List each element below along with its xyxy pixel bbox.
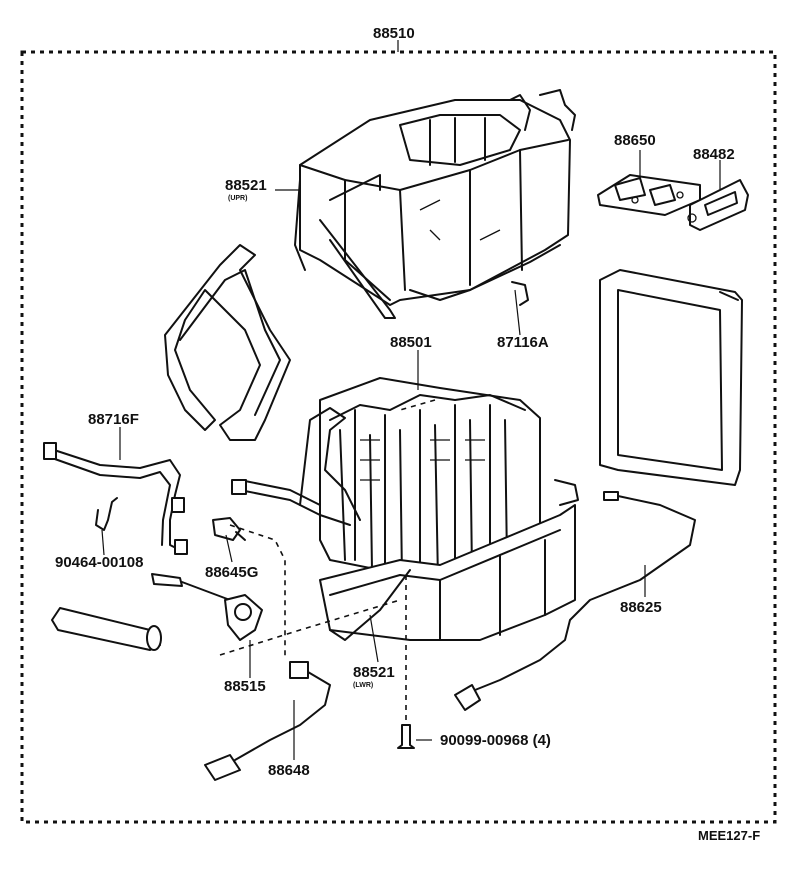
screw-drawing [397, 575, 415, 749]
evaporator-drawing [231, 377, 541, 581]
part-label-88716f: 88716F [88, 411, 139, 428]
assembly-boundary [20, 40, 777, 824]
upper-case-drawing [294, 89, 576, 319]
leader-lines [101, 150, 721, 760]
part-label-88648: 88648 [268, 762, 310, 779]
lower-case-drawing [319, 479, 579, 641]
part-label-88521-upr: 88521 [225, 177, 267, 194]
part-label-88645g: 88645G [205, 564, 258, 581]
wire-harness-drawing [204, 661, 331, 781]
expansion-valve-drawing [212, 517, 246, 541]
part-label-88650: 88650 [614, 132, 656, 149]
thermistor-drawing [151, 573, 263, 641]
figure-code: MEE127-F [698, 828, 760, 843]
part-sublabel-upr: (UPR) [228, 195, 247, 202]
part-label-90464-00108: 90464-00108 [55, 554, 143, 571]
drain-hose-drawing [51, 607, 162, 651]
part-label-90099-00968: 90099-00968 (4) [440, 732, 551, 749]
sensor-wire-drawing [454, 491, 696, 711]
duct-frame-drawing [164, 244, 291, 441]
assembly-number-label: 88510 [373, 25, 415, 42]
part-label-88501: 88501 [390, 334, 432, 351]
part-label-88515: 88515 [224, 678, 266, 695]
part-label-88482: 88482 [693, 146, 735, 163]
part-label-88521-lwr: 88521 [353, 664, 395, 681]
suction-pipe-drawing [43, 442, 188, 555]
clip-drawing [511, 281, 529, 306]
part-sublabel-lwr: (LWR) [353, 682, 373, 689]
clamp-drawing [95, 497, 118, 531]
assembly-guide-lines [219, 399, 436, 660]
amplifier-board-drawing [597, 174, 701, 216]
bracket-drawing [687, 179, 749, 231]
air-filter-frame-drawing [599, 269, 743, 486]
part-label-87116a: 87116A [497, 334, 549, 351]
part-label-88625: 88625 [620, 599, 662, 616]
